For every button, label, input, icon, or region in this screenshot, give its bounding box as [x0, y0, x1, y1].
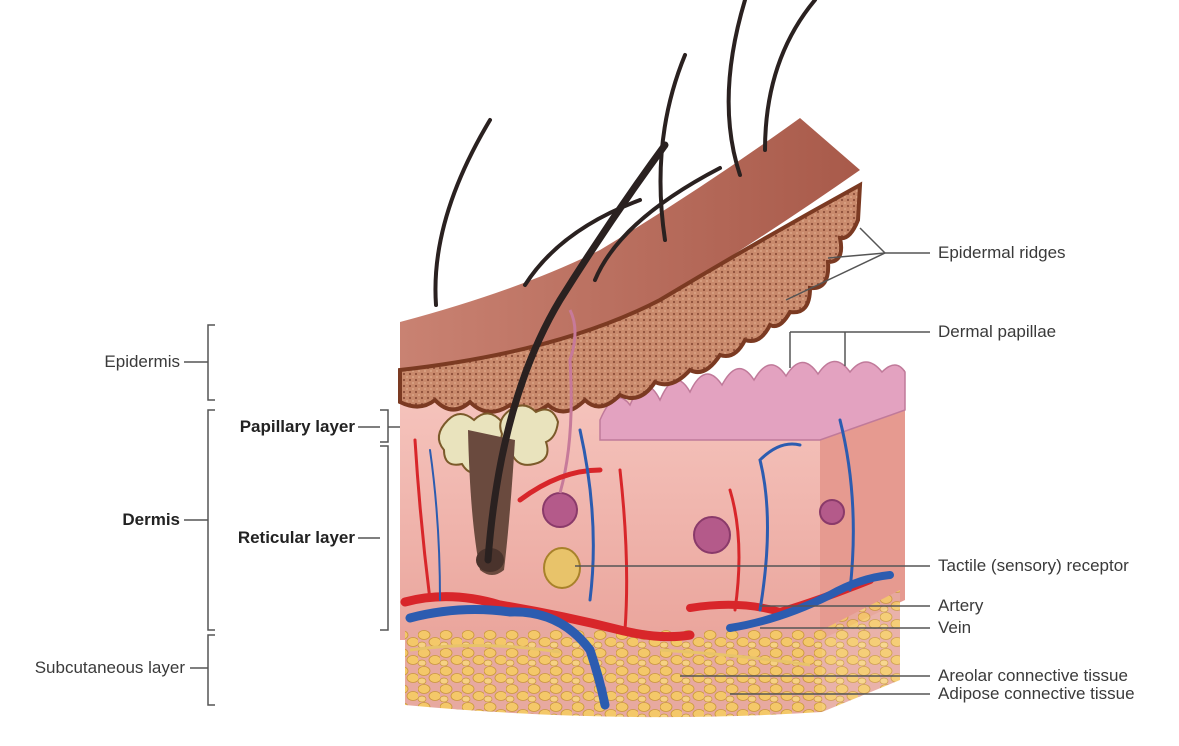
subcutaneous-bracket — [207, 634, 215, 706]
epidermis-top-surface — [400, 118, 860, 370]
dermis-label: Dermis — [122, 510, 180, 529]
dermal-papillae-label: Dermal papillae — [938, 322, 1057, 341]
areolar-tissue — [409, 643, 811, 667]
epidermal-ridges-label: Epidermal ridges — [938, 243, 1066, 262]
veins — [405, 418, 894, 710]
left-brackets — [184, 324, 400, 706]
reticular-layer-label: Reticular layer — [237, 528, 355, 547]
artery-label: Artery — [938, 596, 984, 615]
vein-label: Vein — [938, 618, 972, 637]
epidermis-label: Epidermis — [104, 352, 180, 371]
reticular-bracket — [380, 445, 389, 631]
epidermis-bracket — [207, 324, 215, 401]
adipose-tissue-label: Adipose connective tissue — [938, 684, 1135, 703]
tactile-receptor-label: Tactile (sensory) receptor — [938, 556, 1129, 575]
sweat-gland-coil — [542, 309, 845, 554]
subcutaneous-block — [405, 630, 822, 718]
tactile-receptor-body — [543, 547, 581, 589]
subcutaneous-layer-label: Subcutaneous layer — [34, 658, 185, 677]
subcutaneous-side — [822, 590, 900, 712]
right-leader-lines — [575, 227, 930, 695]
areolar-tissue-label: Areolar connective tissue — [938, 666, 1128, 685]
hairs — [433, 0, 817, 564]
papillary-layer-label: Papillary layer — [239, 417, 355, 436]
dermis-bracket — [207, 409, 215, 631]
papillary-bracket — [380, 409, 389, 443]
